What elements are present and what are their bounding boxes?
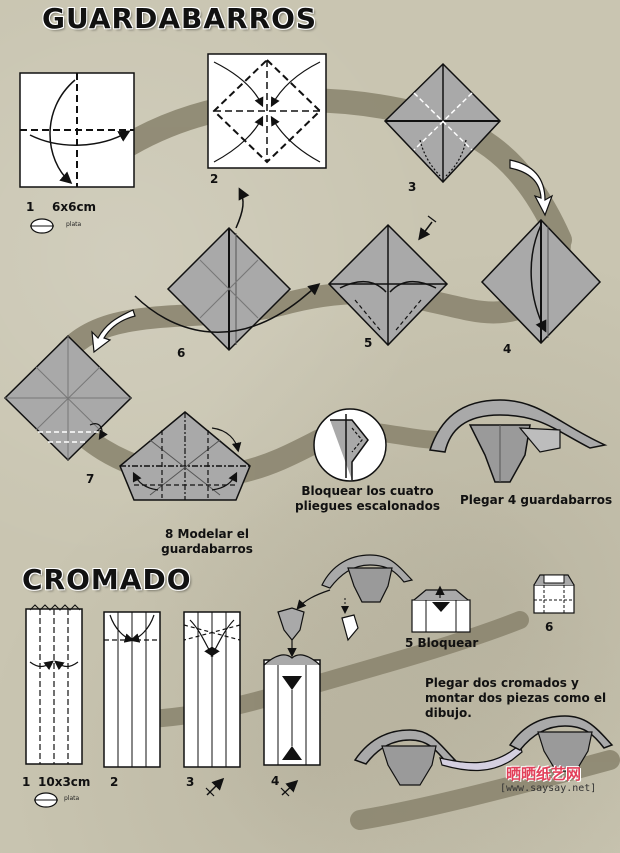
- step4-diamond: [482, 220, 600, 343]
- fold-four-caption: Plegar 4 guardabarros: [460, 493, 612, 508]
- step3-diamond: [385, 64, 500, 182]
- cromado-paper-size: 10x3cm: [38, 775, 90, 789]
- fender-model: [430, 400, 605, 482]
- cromado-step3: [184, 612, 240, 796]
- step-number-3: 3: [408, 180, 416, 194]
- step-number-4: 4: [503, 342, 511, 356]
- cromado-step4: [264, 608, 320, 796]
- step-number-6: 6: [177, 346, 185, 360]
- cromado-step-5-caption: 5 Bloquear: [405, 636, 478, 650]
- step5-diamond: [329, 216, 447, 345]
- assemble-caption: Plegar dos cromados y montar dos piezas …: [425, 676, 620, 721]
- paper-color-legend: plata: [66, 221, 81, 228]
- section-title-cromado: CROMADO: [22, 563, 192, 596]
- lock-caption: Bloquear los cuatro pliegues escalonados: [290, 484, 445, 514]
- cromado-step-number-2: 2: [110, 775, 118, 789]
- cromado-paper-legend: plata: [64, 795, 79, 802]
- cromado-step2: [104, 612, 160, 767]
- cromado-step1: [26, 605, 82, 764]
- step7-diamond: [5, 336, 131, 460]
- step-number-2: 2: [210, 172, 218, 186]
- legend-swatch-2: [34, 793, 58, 807]
- cromado-step-number-3: 3: [186, 775, 194, 789]
- paper-size-label: 6x6cm: [52, 200, 96, 214]
- step-number-5: 5: [364, 336, 372, 350]
- cromado-step-number-1: 1: [22, 775, 30, 789]
- cromado-step-number-4: 4: [271, 774, 279, 788]
- step8-shape: [120, 412, 250, 500]
- cromado-step6: [534, 575, 574, 613]
- step8-caption: 8 Modelar el guardabarros: [152, 527, 262, 557]
- cromado-step-number-6: 6: [545, 620, 553, 634]
- cromado-step5: [412, 588, 470, 632]
- step-number-1: 1: [26, 200, 34, 214]
- lock-detail-circle: [314, 409, 386, 481]
- step2-square: [208, 54, 326, 168]
- step-number-7: 7: [86, 472, 94, 486]
- watermark-logo: 晒晒纸艺网: [506, 763, 581, 784]
- step1-square: [20, 73, 134, 187]
- cromado-insertion: [298, 555, 412, 640]
- watermark-url: [www.saysay.net]: [500, 783, 596, 794]
- legend-swatch-1: [30, 219, 54, 233]
- section-title-guardabarros: GUARDABARROS: [42, 2, 317, 35]
